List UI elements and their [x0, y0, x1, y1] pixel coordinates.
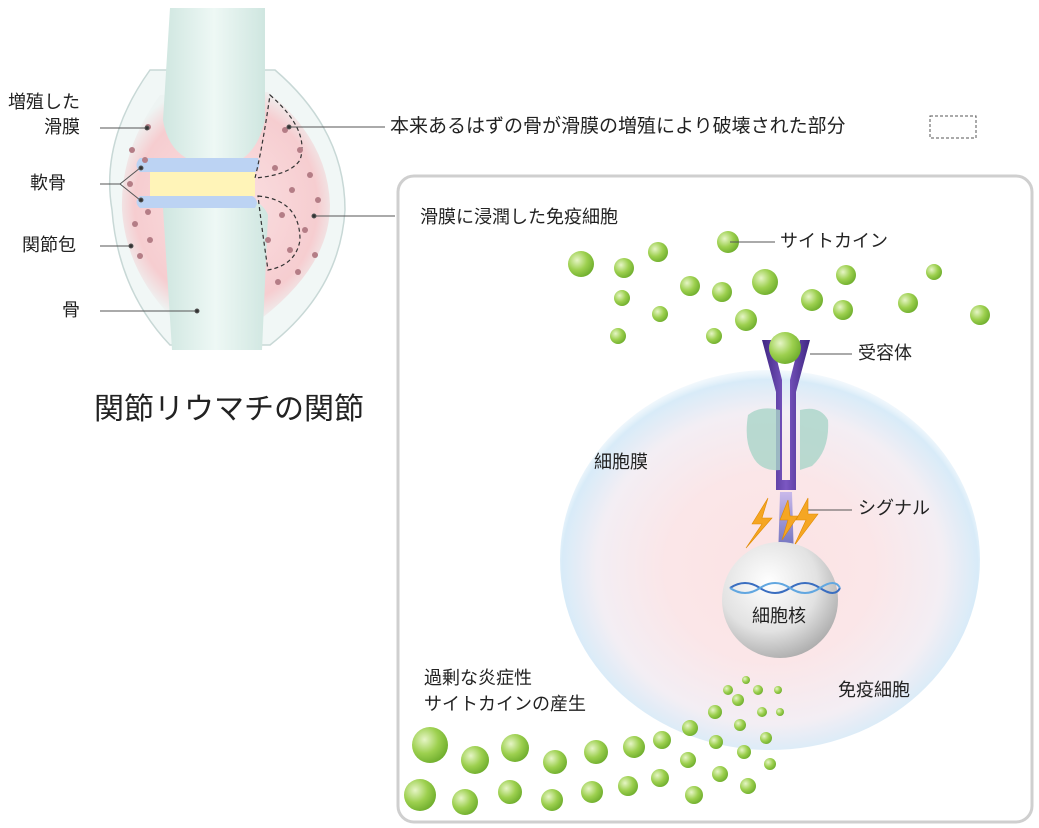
label-cartilage: 軟骨 [30, 173, 66, 194]
receptor [762, 332, 852, 490]
label-synovium-line2: 滑膜 [44, 117, 80, 138]
membrane-protein [746, 408, 829, 471]
lower-cartilage [136, 196, 257, 208]
joint-illustration [100, 8, 977, 350]
lower-bone [163, 196, 268, 350]
cytokine-cloud-top [568, 231, 990, 344]
label-destroyed: 本来あるはずの骨が滑膜の増殖により破壊された部分 [390, 115, 846, 137]
destroyed-legend-box [929, 115, 977, 139]
label-production-line1: 過剰な炎症性 [424, 668, 532, 689]
synovium-cells [127, 124, 321, 285]
label-production-line2: サイトカインの産生 [424, 694, 586, 715]
label-synovium-line1: 増殖した [8, 92, 80, 113]
bound-cytokine [769, 332, 801, 364]
nucleus [722, 542, 838, 658]
upper-cartilage [136, 158, 260, 172]
label-receptor: 受容体 [858, 343, 912, 364]
label-capsule: 関節包 [22, 235, 76, 256]
label-cytokine: サイトカイン [780, 231, 888, 252]
joint-title: 関節リウマチの関節 [94, 392, 364, 427]
label-membrane: 細胞膜 [594, 452, 648, 473]
label-signal: シグナル [858, 498, 930, 519]
joint-space [150, 172, 255, 196]
label-infiltrated: 滑膜に浸潤した免疫細胞 [420, 207, 618, 228]
cytokine-cloud-bottom [404, 676, 784, 815]
label-immune-cell: 免疫細胞 [838, 680, 910, 701]
label-bone: 骨 [62, 300, 80, 321]
destroyed-region [254, 93, 303, 271]
upper-bone [163, 8, 265, 160]
label-nucleus: 細胞核 [752, 606, 806, 627]
joint-leader-lines [100, 124, 395, 314]
